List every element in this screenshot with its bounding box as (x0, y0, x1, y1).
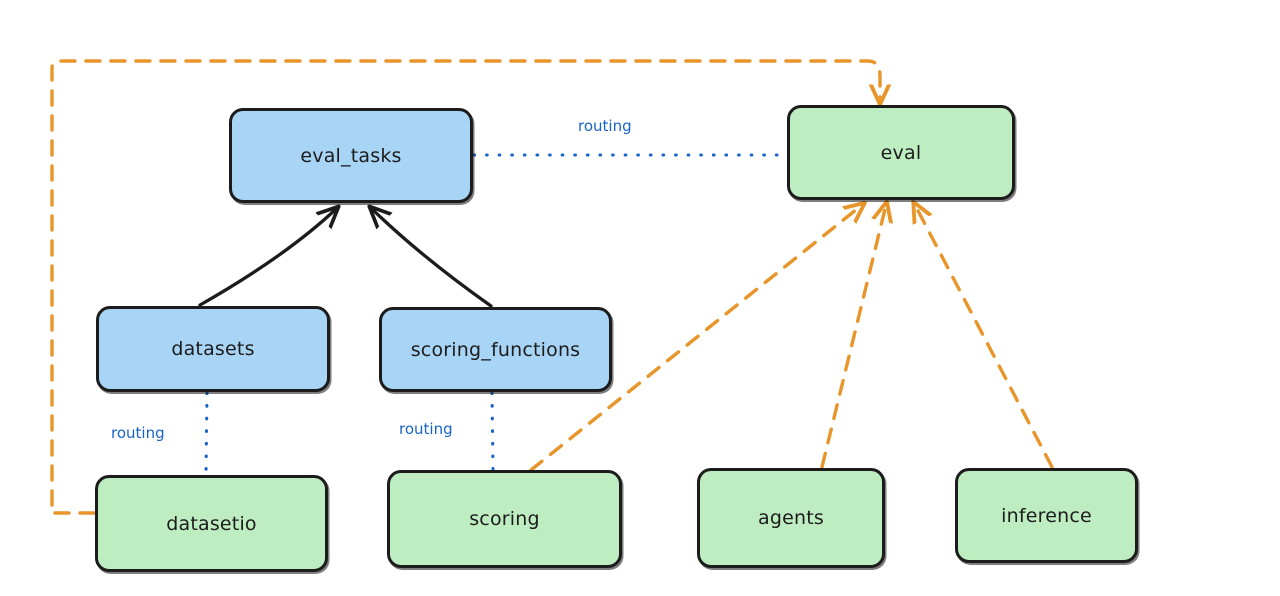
node-datasets[interactable]: datasets (96, 306, 330, 392)
node-agents[interactable]: agents (697, 468, 885, 568)
node-label-eval: eval (880, 141, 922, 164)
edge-scoring-functions-to-eval-tasks (372, 209, 493, 308)
node-scoring-functions[interactable]: scoring_functions (379, 307, 612, 392)
edge-label-routing-scoring-functions-scoring: routing (399, 420, 453, 438)
node-label-datasets: datasets (171, 338, 255, 360)
node-label-eval-tasks: eval_tasks (300, 144, 402, 167)
node-scoring[interactable]: scoring (387, 470, 622, 568)
node-label-scoring: scoring (469, 508, 540, 530)
node-label-agents: agents (758, 507, 824, 529)
node-inference[interactable]: inference (955, 468, 1138, 563)
edge-datasets-to-eval-tasks (198, 209, 336, 307)
edge-inference-to-eval (915, 205, 1054, 469)
node-datasetio[interactable]: datasetio (95, 475, 328, 572)
edge-label-routing-datasets-datasetio: routing (111, 424, 165, 442)
edge-scoring-functions-routing-scoring (490, 391, 495, 471)
node-eval-tasks[interactable]: eval_tasks (229, 108, 473, 203)
node-label-inference: inference (1001, 504, 1092, 527)
edge-label-routing-eval-tasks-eval: routing (578, 117, 632, 135)
edge-datasets-routing-datasetio (204, 391, 209, 476)
node-eval[interactable]: eval (787, 105, 1015, 200)
edge-agents-to-eval (820, 205, 886, 469)
node-label-datasetio: datasetio (166, 512, 257, 535)
node-label-scoring-functions: scoring_functions (410, 338, 581, 361)
